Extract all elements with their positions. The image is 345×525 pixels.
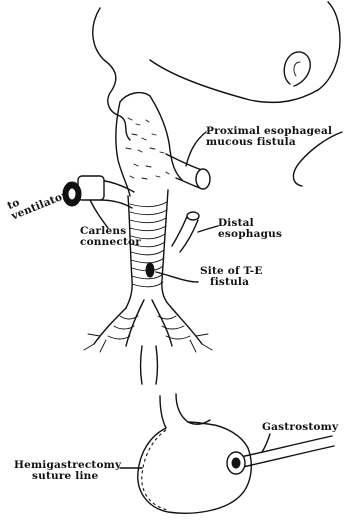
distal-esophagus-left — [172, 214, 188, 246]
proximal-pointer — [186, 132, 206, 166]
lower-esophagus-left — [141, 346, 143, 384]
carlens-connector-body — [78, 176, 104, 200]
hemigastrectomy-suture-line — [142, 430, 168, 510]
ear-inner — [294, 62, 300, 76]
stomach-esophagus-right — [176, 394, 188, 422]
pharynx-top — [120, 93, 150, 102]
label-hemigastrectomy-line2: suture line — [14, 471, 121, 482]
pharynx-shading — [126, 118, 169, 179]
bronchi-rings — [108, 316, 190, 339]
label-carlens-connector: Carlens connector — [80, 226, 141, 248]
label-carlens-line2: connector — [80, 237, 141, 248]
label-proximal-esophageal-fistula: Proximal esophageal mucous fistula — [206, 126, 332, 148]
jaw-line — [150, 60, 318, 102]
carlens-tube-lower — [100, 200, 132, 208]
gastrostomy-site-inner — [232, 458, 240, 468]
left-bronchus-outer — [94, 308, 126, 344]
right-bronchus-outer — [170, 306, 202, 344]
gastrostomy-pointer — [262, 434, 270, 452]
ear — [284, 52, 310, 86]
face-profile — [93, 8, 130, 140]
right-bronchus-inner — [152, 300, 172, 346]
pharynx-left — [116, 102, 130, 196]
left-bronchus-inner — [126, 300, 144, 346]
proximal-pouch-top — [166, 154, 202, 170]
proximal-pouch-opening — [196, 169, 210, 189]
pharynx-right — [150, 96, 182, 180]
distal-esophagus-opening — [187, 212, 199, 220]
label-distal-esophagus: Distal esophagus — [218, 218, 282, 240]
label-site-line2: fistula — [200, 277, 263, 288]
te-fistula-site — [146, 263, 154, 277]
label-hemigastrectomy-suture-line: Hemigastrectomy suture line — [14, 460, 121, 482]
label-gastrostomy: Gastrostomy — [262, 422, 338, 433]
label-proximal-line2: mucous fistula — [206, 137, 332, 148]
gastrostomy-tube-bottom — [238, 446, 334, 468]
lower-esophagus-right — [156, 346, 158, 384]
label-distal-line2: esophagus — [218, 229, 282, 240]
distal-pointer — [198, 226, 218, 232]
label-site-te-fistula: Site of T-E fistula — [200, 266, 263, 288]
label-gastrostomy-text: Gastrostomy — [262, 421, 338, 433]
carlens-pointer — [90, 200, 108, 228]
stomach-esophagus-left — [160, 396, 166, 428]
trachea-right — [162, 190, 170, 306]
gastrostomy-tube-top — [236, 436, 332, 458]
carlens-connector-hole — [68, 188, 76, 200]
head-back — [318, 2, 340, 90]
